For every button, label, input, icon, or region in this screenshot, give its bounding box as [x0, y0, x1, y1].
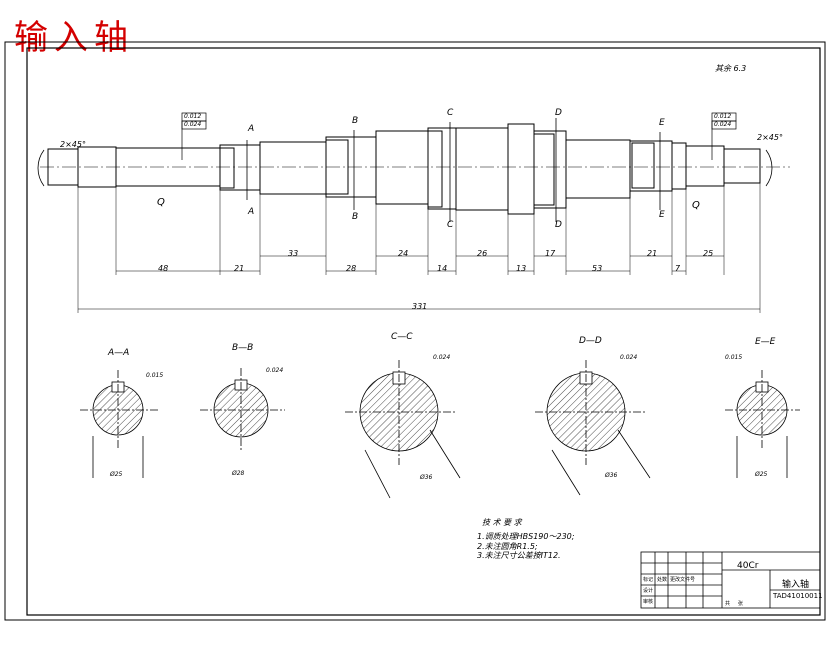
dim-21a: 21 [234, 264, 245, 273]
tb-label-doc: 更改文件号 [670, 577, 696, 583]
cut-d-bottom: D [555, 220, 562, 230]
dim-17: 17 [545, 249, 556, 258]
roughness-note: 其余 6.3 [715, 64, 747, 73]
dim-53: 53 [592, 264, 603, 273]
runout-tol-right: 0.012 [714, 113, 732, 120]
cut-d-top: D [555, 108, 562, 118]
cut-b-bottom: B [352, 212, 359, 222]
chamfer-left: 2×45° [60, 140, 86, 149]
tech-req-heading: 技 术 要 求 [482, 518, 522, 527]
cut-c-top: C [447, 108, 454, 118]
tb-label-count: 处数 [657, 577, 668, 583]
chamfer-right: 2×45° [757, 133, 783, 142]
section-A [80, 370, 160, 478]
datum-q-left: Q [157, 197, 165, 208]
section-D [535, 360, 651, 496]
tb-label-mark: 标记 [643, 577, 654, 583]
dim-33: 33 [288, 249, 299, 258]
section-cut-marks [246, 118, 661, 222]
cut-a-bottom: A [248, 207, 255, 217]
tech-req-1: 1.调质处理HBS190～230; [477, 532, 575, 541]
width-a: Ø25 [110, 471, 123, 478]
width-c: Ø36 [420, 474, 433, 481]
runout-tol-left: 0.012 [184, 113, 202, 120]
dimension-lines [77, 183, 761, 313]
tb-label-total: 共 [725, 601, 731, 607]
label-section-b: B—B [232, 343, 254, 353]
cut-b-top: B [352, 116, 359, 126]
section-C [345, 360, 461, 499]
dim-48: 48 [158, 264, 169, 273]
width-d: Ø36 [605, 472, 618, 479]
tb-label-design: 设计 [643, 588, 654, 594]
tech-req-3: 3.未注尺寸公差按IT12. [477, 551, 561, 560]
tb-drawing-no: TAD41010011 [773, 592, 823, 600]
label-section-a: A—A [108, 348, 130, 358]
title-block [640, 551, 821, 609]
width-e: Ø25 [755, 471, 768, 478]
tol-b: 0.024 [266, 367, 284, 374]
tb-part-name: 输入轴 [782, 580, 810, 590]
cut-e-top: E [659, 118, 665, 128]
datum-q-right: Q [692, 200, 700, 211]
width-b: Ø28 [232, 470, 245, 477]
dim-24: 24 [398, 249, 409, 258]
tol-d: 0.024 [620, 354, 638, 361]
tol-c: 0.024 [433, 354, 451, 361]
dim-28: 28 [346, 264, 357, 273]
tb-label-sheet: 张 [738, 601, 744, 607]
dim-21b: 21 [647, 249, 658, 258]
tol-e: 0.015 [725, 354, 743, 361]
tech-req-2: 2.未注圆角R1.5; [477, 542, 538, 551]
label-section-c: C—C [391, 332, 413, 342]
right-end-cone [723, 148, 761, 184]
dim-25: 25 [703, 249, 714, 258]
label-section-d: D—D [579, 336, 602, 346]
section-E [725, 370, 800, 478]
tol-a: 0.015 [146, 372, 164, 379]
shaft-profile [47, 123, 761, 215]
cyl-tol-left: 0.024 [184, 121, 202, 128]
cut-e-bottom: E [659, 210, 665, 220]
tb-label-check: 审核 [643, 599, 654, 605]
dim-26: 26 [477, 249, 488, 258]
dim-7: 7 [675, 264, 681, 273]
dim-14: 14 [437, 264, 448, 273]
outer-frame [4, 41, 826, 621]
dim-overall-331: 331 [412, 302, 428, 311]
drawing-title: 输入轴 [14, 18, 134, 58]
tb-material: 40Cr [737, 561, 759, 571]
inner-frame [26, 47, 821, 616]
dim-13: 13 [516, 264, 527, 273]
cut-a-top: A [248, 124, 255, 134]
cut-c-bottom: C [447, 220, 454, 230]
cyl-tol-right: 0.024 [714, 121, 732, 128]
label-section-e: E—E [755, 337, 776, 347]
section-B [200, 368, 285, 452]
tolerance-frames [181, 112, 737, 160]
